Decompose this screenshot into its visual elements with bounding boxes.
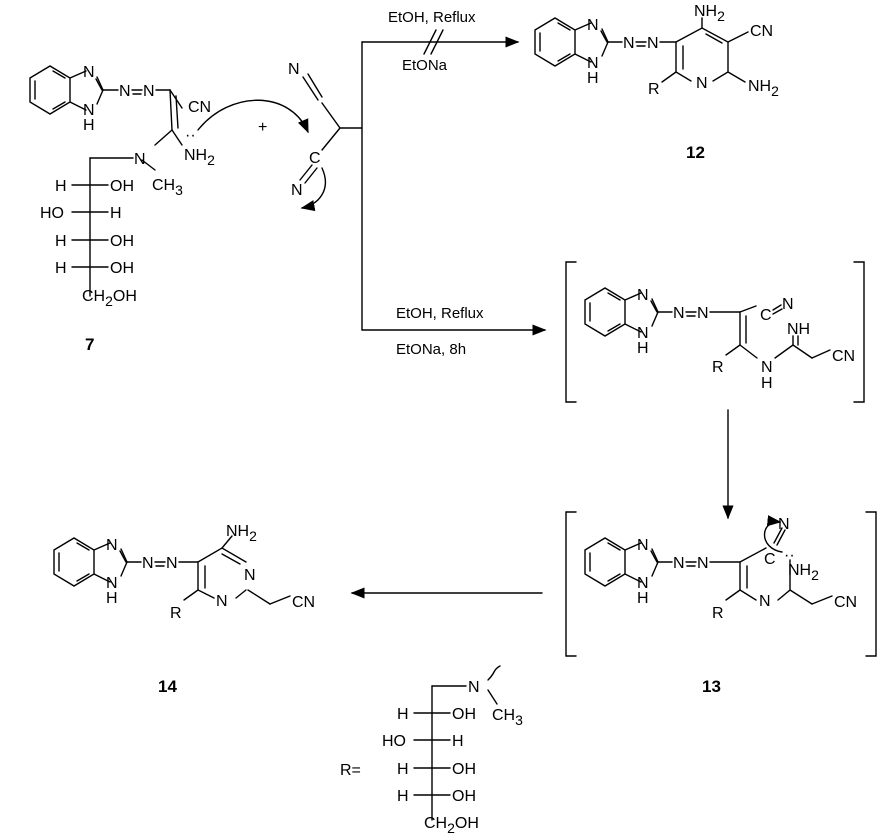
ch2oh-label: CH2OH	[82, 288, 137, 309]
atom-N: N	[647, 35, 659, 52]
hydroxyl-label: OH	[110, 260, 134, 277]
amine-label: NH2	[226, 523, 257, 544]
r-group: R	[648, 81, 660, 98]
atom-N: N	[778, 516, 790, 533]
r-definition-label: R=	[340, 762, 361, 779]
atom-N: N	[697, 555, 709, 572]
imine-label: NH	[787, 321, 810, 338]
atom-H: H	[637, 340, 649, 357]
atom-N: N	[106, 537, 118, 554]
hydroxyl-label: OH	[452, 706, 476, 723]
atom-N: N	[637, 287, 649, 304]
atom-N: N	[673, 555, 685, 572]
hydroxyl-label: OH	[452, 761, 476, 778]
atom-N: N	[587, 17, 599, 34]
atom-C: C	[764, 551, 776, 568]
nitrile-label: CN	[750, 23, 773, 40]
plus-sign: +	[258, 119, 267, 136]
atom-N: N	[637, 325, 649, 342]
compound-13: N N H N N C N ·· NH2 N CN R 13	[565, 511, 877, 696]
nitrile-label: CN	[832, 348, 855, 365]
atom-N: N	[697, 305, 709, 322]
atom-C: C	[309, 150, 321, 167]
hydroxyl-label: OH	[452, 788, 476, 805]
atom-N: N	[759, 593, 771, 610]
atom-H: H	[55, 233, 67, 250]
condition-top-below: EtONa	[402, 57, 448, 74]
atom-H: H	[55, 178, 67, 195]
amine-label: NH2	[788, 562, 819, 583]
nitrile-label: CN	[188, 99, 211, 116]
atom-N: N	[291, 182, 303, 199]
lone-pair: ··	[784, 547, 795, 564]
malononitrile: N C N	[288, 61, 341, 212]
atom-N: N	[119, 83, 131, 100]
amine-label: NH2	[748, 78, 779, 99]
compound-label-13: 13	[702, 677, 721, 696]
reaction-arrows	[339, 29, 734, 599]
condition-mid-below: EtONa, 8h	[396, 341, 466, 358]
compound-14: N N H N N NH2 N N CN R 14	[53, 523, 315, 696]
atom-N: N	[673, 305, 685, 322]
atom-N: N	[637, 575, 649, 592]
atom-H: H	[106, 590, 118, 607]
atom-H: H	[83, 117, 95, 134]
atom-H: H	[637, 590, 649, 607]
atom-N: N	[83, 102, 95, 119]
methyl-label: CH3	[152, 177, 183, 198]
methyl-label: CH3	[492, 707, 523, 728]
atom-N: N	[166, 555, 178, 572]
compound-label-12: 12	[686, 143, 705, 162]
atom-N: N	[761, 359, 773, 376]
r-group: R	[712, 359, 724, 376]
atom-N: N	[782, 296, 794, 313]
hydroxyl-label: OH	[110, 178, 134, 195]
atom-N: N	[623, 35, 635, 52]
atom-N: N	[106, 575, 118, 592]
lone-pair: ··	[185, 127, 196, 144]
atom-N: N	[143, 83, 155, 100]
r-group: R	[712, 605, 724, 622]
compound-label-14: 14	[158, 677, 177, 696]
compound-7: N N H N N CN N NH2 ·· CH3 H OH HO H H OH…	[29, 64, 215, 354]
hydroxyl-label: OH	[110, 233, 134, 250]
amine-label: NH2	[694, 3, 725, 24]
nitrile-label: CN	[834, 594, 857, 611]
atom-H: H	[452, 733, 464, 750]
atom-H: H	[110, 205, 122, 222]
hydroxyl-label: HO	[40, 205, 64, 222]
r-group: R	[170, 605, 182, 622]
atom-H: H	[397, 706, 409, 723]
atom-N: N	[587, 55, 599, 72]
atom-N: N	[83, 64, 95, 81]
atom-N: N	[288, 61, 300, 78]
ch2oh-label: CH2OH	[424, 815, 479, 836]
intermediate: N N H N N C N NH N H CN R	[565, 261, 865, 403]
atom-N: N	[468, 679, 480, 696]
condition-top-above: EtOH, Reflux	[388, 9, 476, 26]
nitrile-label: CN	[292, 594, 315, 611]
r-group-definition: R= N CH3 H OH HO H H OH H OH CH2OH	[340, 665, 523, 836]
atom-N: N	[696, 75, 708, 92]
atom-N: N	[244, 567, 256, 584]
atom-N: N	[142, 555, 154, 572]
atom-H: H	[587, 70, 599, 87]
amine-label: NH2	[184, 147, 215, 168]
atom-H: H	[397, 761, 409, 778]
condition-mid-above: EtOH, Reflux	[396, 305, 484, 322]
atom-H: H	[55, 260, 67, 277]
compound-label-7: 7	[85, 335, 94, 354]
atom-N: N	[216, 593, 228, 610]
atom-N: N	[637, 537, 649, 554]
atom-H: H	[397, 788, 409, 805]
atom-N: N	[134, 151, 146, 168]
hydroxyl-label: HO	[382, 733, 406, 750]
atom-C: C	[760, 307, 772, 324]
atom-H: H	[761, 375, 773, 392]
compound-12: N N H N N NH2 CN N NH2 R 12	[534, 3, 779, 162]
